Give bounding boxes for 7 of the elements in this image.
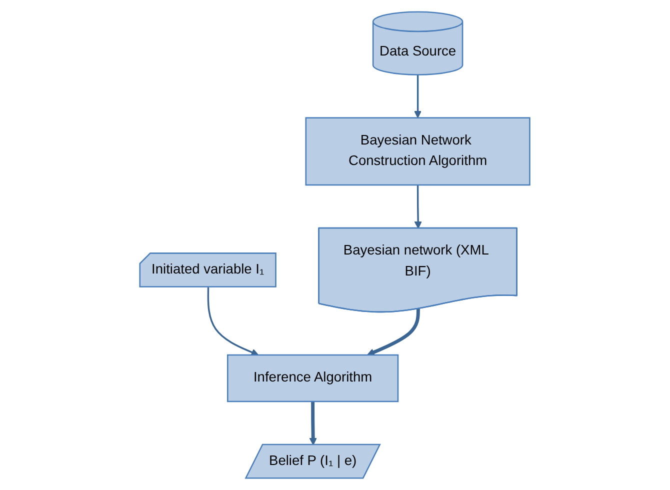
arrow [414,74,422,118]
arrow [310,401,318,446]
node-box: Inference Algorithm [227,354,399,402]
node-box: Bayesian Network Construction Algorithm [305,117,531,186]
arrow [367,308,420,356]
arrow [414,184,422,229]
arrow [208,287,259,356]
